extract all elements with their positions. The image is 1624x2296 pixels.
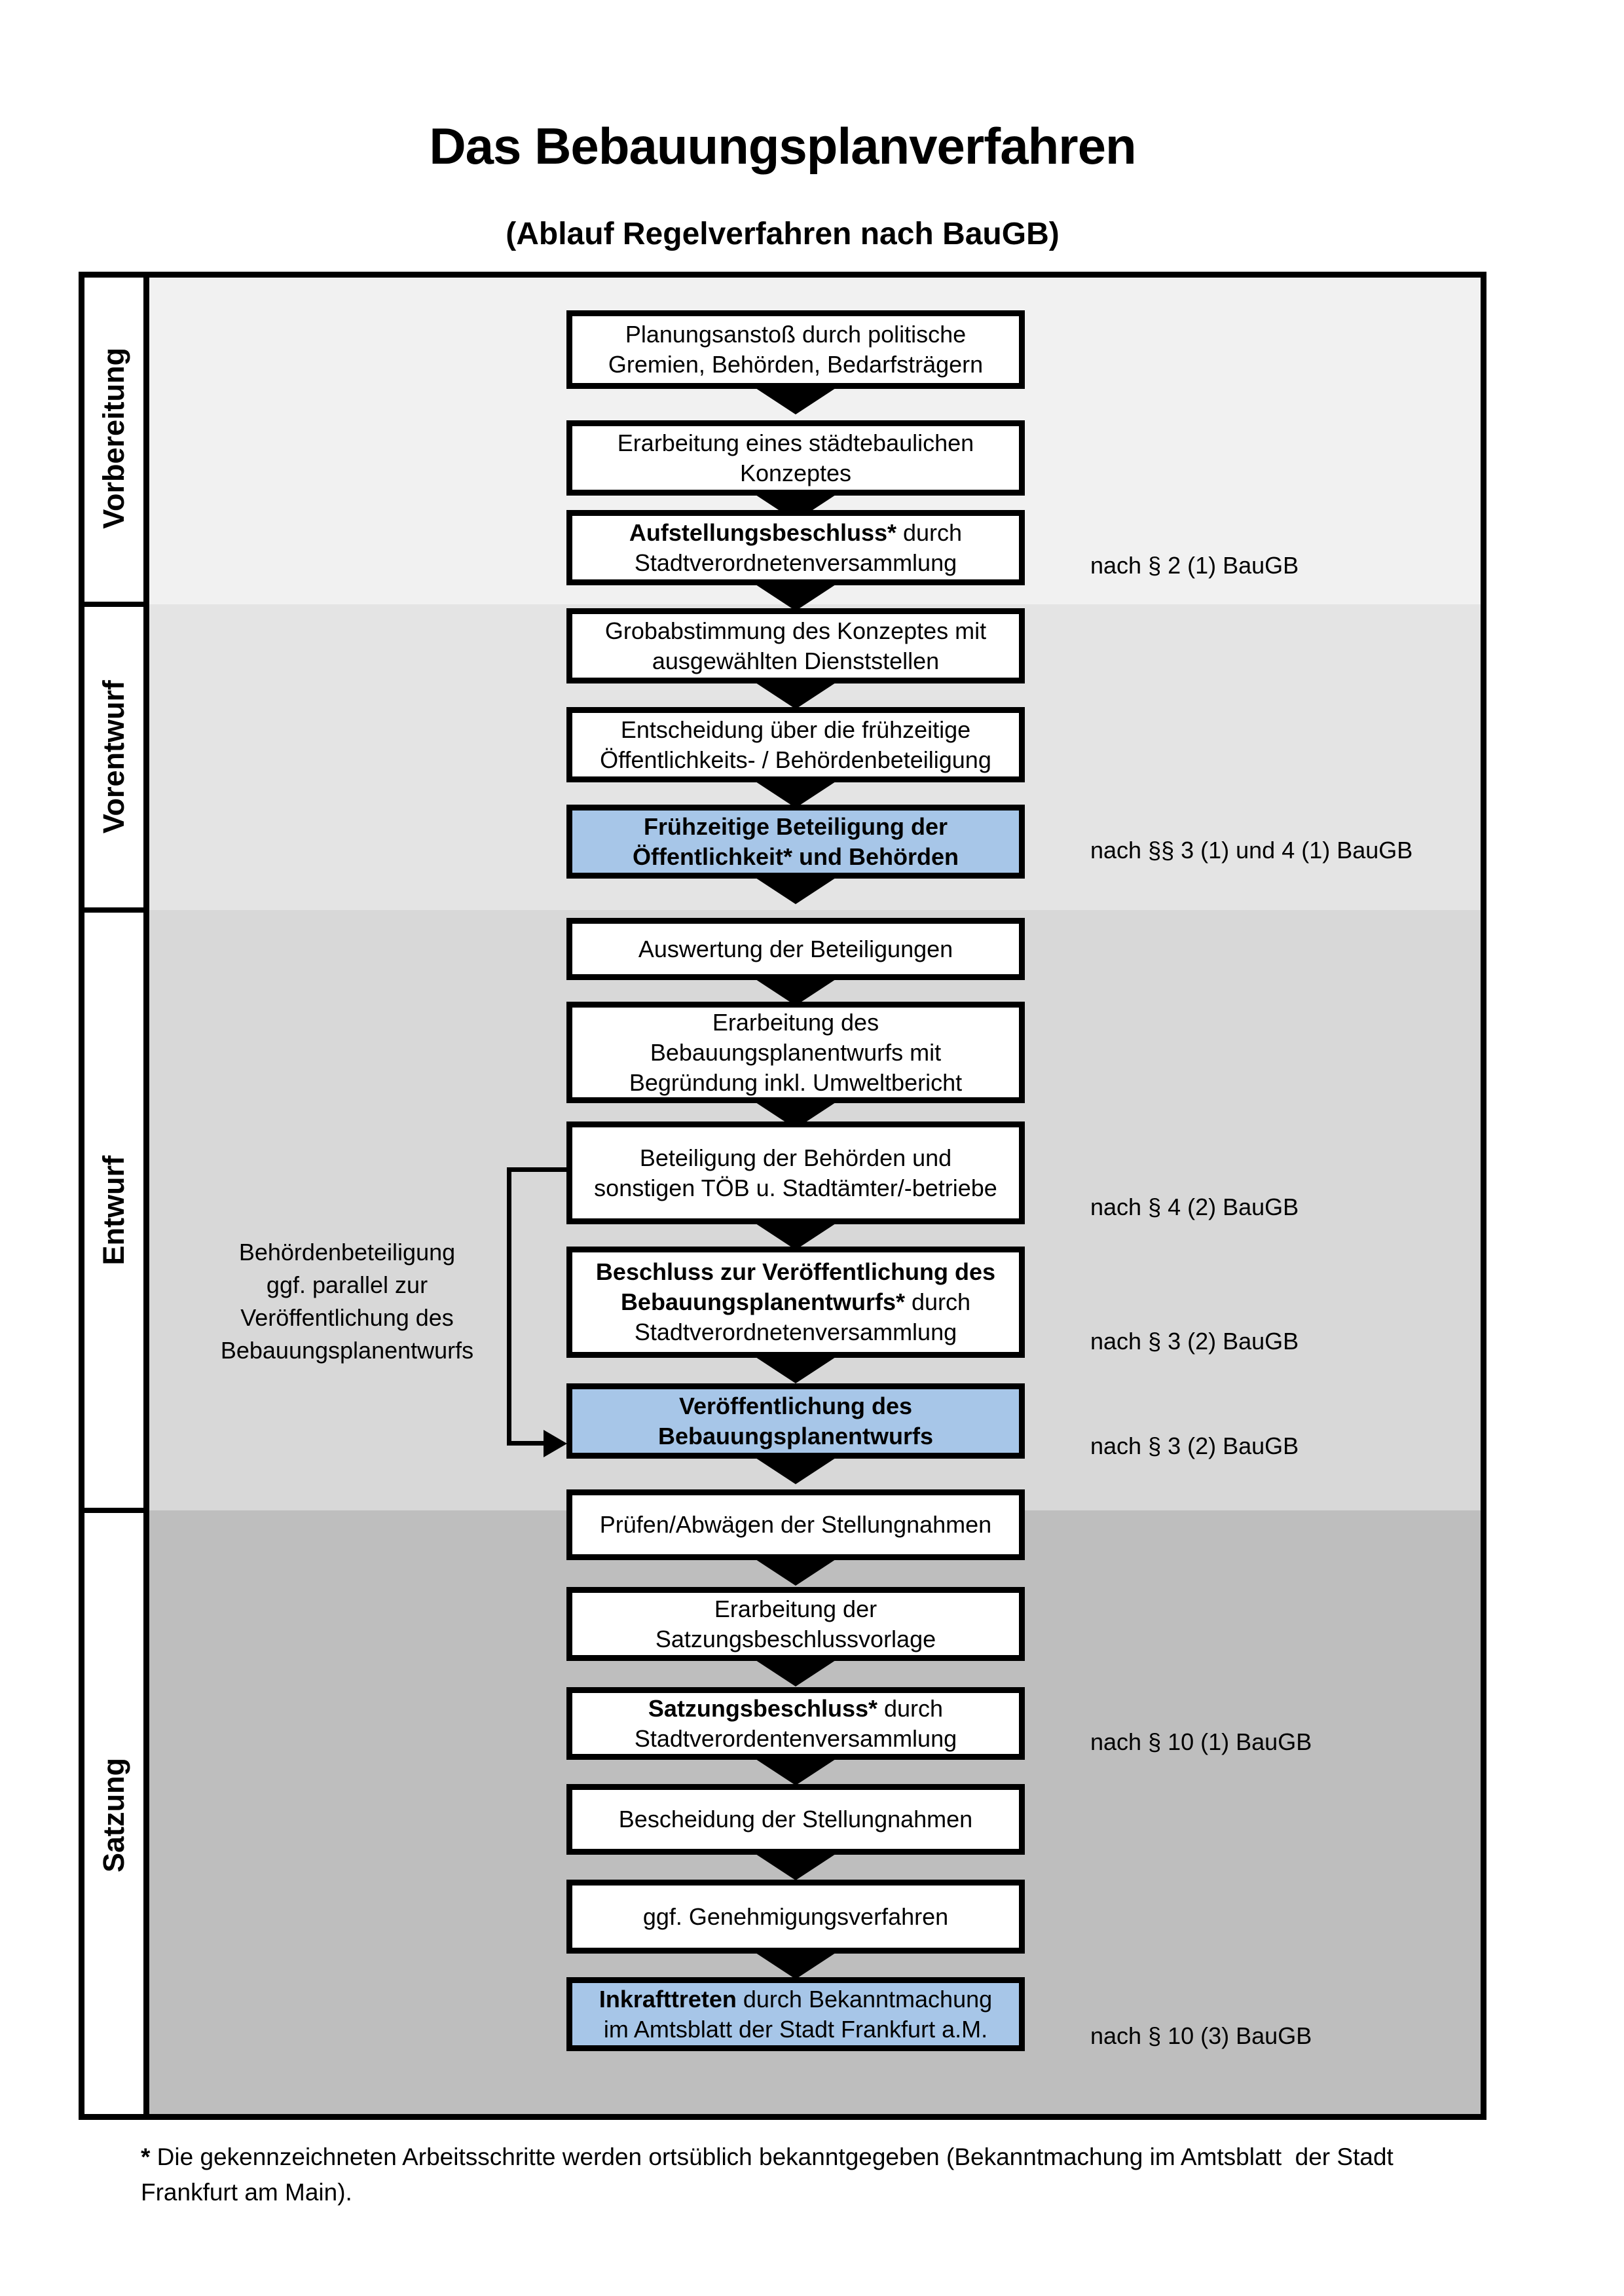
flow-step-behoerdenbeteiligung-toeb: Beteiligung der Behörden und sonstigen TÖ… xyxy=(566,1121,1025,1224)
footnote-text-line1: Die gekennzeichneten Arbeitsschritte wer… xyxy=(150,2143,1393,2170)
page-subtitle: (Ablauf Regelverfahren nach BauGB) xyxy=(506,217,1060,251)
flow-arrow-down-icon xyxy=(754,682,838,709)
flow-arrow-down-icon xyxy=(754,1659,838,1686)
law-reference: nach § 10 (1) BauGB xyxy=(1090,1728,1312,1755)
flow-step-line: Frühzeitige Beteiligung der xyxy=(643,812,948,840)
flow-step-line: ggf. Genehmigungsverfahren xyxy=(642,1903,949,1930)
flow-arrow-down-icon xyxy=(754,583,838,611)
flow-step-line: Bebauungsplanentwurfs mit xyxy=(650,1038,942,1066)
flow-step-line: Erarbeitung des xyxy=(712,1008,879,1036)
phase-cell-vorbereitung: Vorbereitung xyxy=(79,272,149,604)
flow-arrow-down-icon xyxy=(754,1558,838,1586)
law-reference: nach §§ 3 (1) und 4 (1) BauGB xyxy=(1090,837,1413,864)
flow-step-line: Inkrafttreten durch Bekanntmachung xyxy=(599,1985,993,2013)
flow-step-line: Bebauungsplanentwurfs xyxy=(657,1422,934,1449)
parallel-note-line: Veröffentlichung des xyxy=(240,1304,454,1331)
phase-cell-vorentwurf: Vorentwurf xyxy=(79,604,149,910)
flow-step-line: Gremien, Behörden, Bedarfsträgern xyxy=(608,351,984,378)
parallel-bracket-arrowhead-icon xyxy=(544,1430,567,1457)
phase-label-vorentwurf: Vorentwurf xyxy=(97,680,130,834)
flow-step-line: ausgewählten Dienststellen xyxy=(652,647,940,674)
flow-step-line: Öffentlichkeits- / Behördenbeteiligung xyxy=(600,746,991,773)
flow-step-line: sonstigen TÖB u. Stadtämter/-betriebe xyxy=(594,1174,997,1201)
flow-step-line: Grobabstimmung des Konzeptes mit xyxy=(604,617,987,644)
flow-step-line: Stadtverordentenversammlung xyxy=(634,1724,957,1752)
flow-step-line: Bebauungsplanentwurfs* durch xyxy=(620,1288,971,1315)
flow-step-genehmigungsverfahren: ggf. Genehmigungsverfahren xyxy=(566,1880,1025,1954)
phase-label-satzung: Satzung xyxy=(97,1758,130,1872)
flow-step-grobabstimmung: Grobabstimmung des Konzeptes mit ausgewäh… xyxy=(566,608,1025,683)
flow-arrow-down-icon xyxy=(754,780,838,808)
parallel-note-line: ggf. parallel zur xyxy=(266,1271,428,1298)
phase-label-entwurf: Entwurf xyxy=(97,1155,130,1266)
phase-divider xyxy=(79,907,149,913)
flow-arrow-down-icon xyxy=(754,1222,838,1250)
flow-step-line: Beteiligung der Behörden und xyxy=(639,1144,952,1171)
flow-arrow-down-icon xyxy=(754,877,838,904)
footnote-asterisk: * xyxy=(141,2143,151,2170)
flow-step-pruefen-abwaegen: Prüfen/Abwägen der Stellungnahmen xyxy=(566,1489,1025,1560)
flow-step-line: Stadtverordnetenversammlung xyxy=(634,1319,957,1345)
flow-step-line: Prüfen/Abwägen der Stellungnahmen xyxy=(599,1511,992,1538)
footnote-text-line2: Frankfurt am Main). xyxy=(141,2179,352,2206)
flow-step-line: Bescheidung der Stellungnahmen xyxy=(618,1806,973,1832)
flow-step-line: Stadtverordnetenversammlung xyxy=(634,549,957,576)
flow-step-line: Beschluss zur Veröffentlichung des xyxy=(595,1258,996,1285)
flow-step-line: Begründung inkl. Umweltbericht xyxy=(629,1068,963,1096)
flow-arrow-down-icon xyxy=(754,1356,838,1383)
law-reference: nach § 2 (1) BauGB xyxy=(1090,552,1299,579)
flow-step-auswertung-beteiligungen: Auswertung der Beteiligungen xyxy=(566,918,1025,980)
flow-arrow-down-icon xyxy=(754,1457,838,1484)
flow-step-line: Veröffentlichung des xyxy=(678,1392,913,1419)
flow-arrow-down-icon xyxy=(754,1853,838,1880)
footnote: * Die gekennzeichneten Arbeitsschritte w… xyxy=(141,2140,1529,2210)
flow-arrow-down-icon xyxy=(754,1952,838,1979)
law-reference: nach § 3 (2) BauGB xyxy=(1090,1328,1299,1355)
flow-arrow-down-icon xyxy=(754,387,838,414)
phase-cell-entwurf: Entwurf xyxy=(79,910,149,1510)
flow-step-line: Planungsanstoß durch politische xyxy=(625,321,967,348)
flow-step-line: Auswertung der Beteiligungen xyxy=(638,935,953,962)
law-reference: nach § 4 (2) BauGB xyxy=(1090,1194,1299,1220)
parallel-bracket-bottom xyxy=(507,1441,546,1446)
parallel-bracket-top xyxy=(507,1167,566,1172)
flow-step-line: Entscheidung über die frühzeitige xyxy=(620,716,971,743)
phase-divider xyxy=(79,1508,149,1513)
phase-divider xyxy=(79,602,149,607)
flow-step-line: Öffentlichkeit* und Behörden xyxy=(632,843,959,870)
flow-arrow-down-icon xyxy=(754,978,838,1006)
law-reference: nach § 3 (2) BauGB xyxy=(1090,1432,1299,1459)
phase-cell-satzung: Satzung xyxy=(79,1510,149,2120)
law-reference: nach § 10 (3) BauGB xyxy=(1090,2022,1312,2049)
parallel-note-line: Behördenbeteiligung xyxy=(238,1239,456,1266)
parallel-bracket-vertical xyxy=(507,1167,511,1446)
flow-step-line: Konzeptes xyxy=(739,459,852,486)
flow-step-line: Erarbeitung eines städtebaulichen xyxy=(617,429,974,456)
flow-step-line: Aufstellungsbeschluss* durch xyxy=(629,519,963,546)
flow-step-bescheidung-stellungnahmen: Bescheidung der Stellungnahmen xyxy=(566,1784,1025,1855)
flow-step-line: Satzungsbeschluss* durch xyxy=(648,1694,944,1722)
flow-step-line: Satzungsbeschlussvorlage xyxy=(655,1625,936,1652)
page-title: Das Bebauungsplanverfahren xyxy=(429,117,1136,175)
phase-label-vorbereitung: Vorbereitung xyxy=(97,347,130,529)
parallel-note-line: Bebauungsplanentwurfs xyxy=(220,1337,474,1364)
flow-step-line: Erarbeitung der xyxy=(714,1595,877,1622)
flow-arrow-down-icon xyxy=(754,1758,838,1785)
flow-step-line: im Amtsblatt der Stadt Frankfurt a.M. xyxy=(603,2015,988,2043)
